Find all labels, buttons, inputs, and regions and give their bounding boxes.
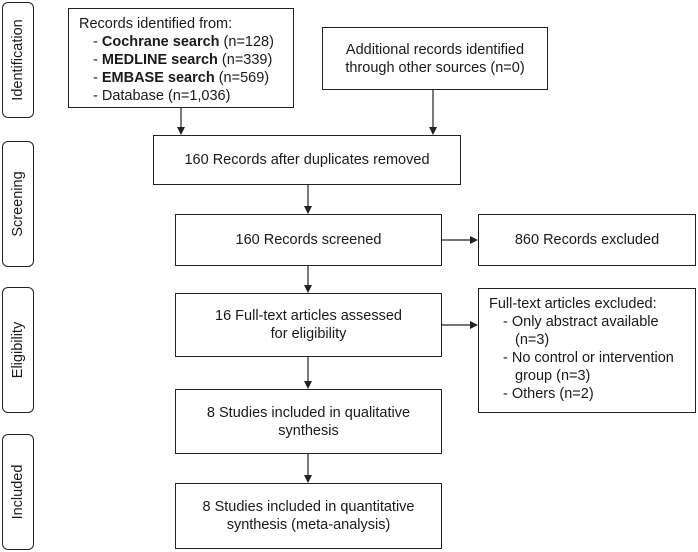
fulltext-excluded-heading: Full-text articles excluded: [489,296,657,312]
qualitative-synthesis-line1: 8 Studies included in qualitative [206,404,411,421]
records-identified-box: Records identified from: - Cochrane sear… [68,8,294,108]
additional-records-line2: through other sources (n=0) [345,59,525,76]
fulltext-excluded-reason-abstract-count: (n=3) [515,332,550,348]
source-item-medline: - MEDLINE search (n=339) [93,52,273,68]
records-screened-text: 160 Records screened [235,232,382,248]
stage-screening: Screening [2,141,34,267]
duplicates-removed-box: 160 Records after duplicates removed [153,135,461,185]
records-identified-heading: Records identified from: [79,16,233,32]
fulltext-excluded-reason-abstract: - Only abstract available [503,314,659,330]
fulltext-excluded-reason-others: - Others (n=2) [503,386,594,402]
source-item-database: - Database (n=1,036) [93,88,231,104]
stage-eligibility: Eligibility [2,287,34,413]
fulltext-excluded-reason-control: - No control or intervention [503,350,674,366]
fulltext-assessed-line2: for eligibility [270,326,347,342]
additional-records-line1: Additional records identified [345,41,525,58]
fulltext-excluded-box: Full-text articles excluded: - Only abst… [478,288,696,413]
additional-records-box: Additional records identified through ot… [322,27,548,90]
stage-identification: Identification [2,2,34,118]
fulltext-assessed-box: 16 Full-text articles assessed for eligi… [175,293,442,357]
records-screened-box: 160 Records screened [175,214,442,266]
duplicates-removed-text: 160 Records after duplicates removed [184,152,430,168]
quantitative-synthesis-box: 8 Studies included in quantitative synth… [175,483,442,549]
qualitative-synthesis-box: 8 Studies included in qualitative synthe… [175,389,442,454]
qualitative-synthesis-line2: synthesis [278,422,339,439]
quantitative-synthesis-line2: synthesis (meta-analysis) [226,517,391,533]
records-excluded-text: 860 Records excluded [514,232,660,248]
quantitative-synthesis-line1: 8 Studies included in quantitative [202,499,415,515]
fulltext-assessed-line1: 16 Full-text articles assessed [215,308,402,324]
fulltext-excluded-reason-control-count: group (n=3) [515,368,591,384]
source-item-cochrane: - Cochrane search (n=128) [93,34,274,50]
source-item-embase: - EMBASE search (n=569) [93,70,270,86]
records-excluded-box: 860 Records excluded [478,214,696,266]
stage-included: Included [2,434,34,550]
